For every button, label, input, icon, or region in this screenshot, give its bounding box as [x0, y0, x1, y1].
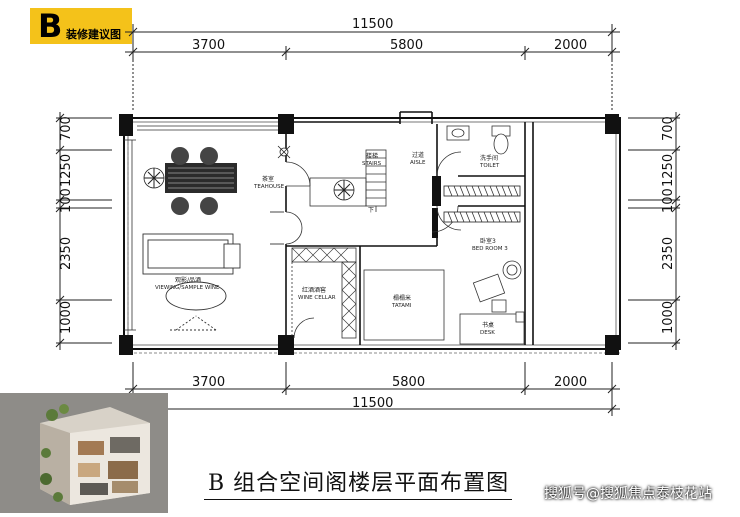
top-dimension-3: 2000: [554, 38, 587, 53]
tatami-platform: [363, 269, 445, 341]
wine-cellar-label-en: WINE CELLAR: [298, 295, 336, 301]
overall-dimension-bottom: 11500: [352, 396, 393, 411]
wine-cellar-label: 红酒酒窖: [302, 286, 326, 294]
aisle-label-en: AISLE: [410, 160, 426, 166]
plan-caption: B 组合空间阁楼层平面布置图: [208, 471, 510, 496]
stairs-label-en: STAIRS: [362, 161, 382, 167]
teahouse-label-en: TEAHOUSE: [253, 184, 285, 190]
right-dimension-3: 100: [661, 188, 676, 213]
bedroom-label: 卧室3: [480, 237, 496, 245]
window-frames: [124, 125, 278, 331]
bedroom-label-en: BED ROOM 3: [472, 246, 508, 252]
right-dimension-5: 1000: [661, 301, 676, 334]
right-dimension-1: 700: [661, 116, 676, 141]
toilet-fixtures: [446, 125, 511, 155]
bottom-dimension-3: 2000: [554, 375, 587, 390]
viewing-label-en: VIEWING/SAMPLE WINE: [155, 285, 220, 291]
viewing-furniture: [142, 211, 284, 331]
left-dimension-5: 1000: [59, 301, 74, 334]
bedroom-furniture: [459, 260, 525, 345]
tatami-label-en: TATAMI: [391, 303, 412, 309]
stairs-down-mark: 下: [368, 207, 374, 214]
right-dimension-lines: [628, 112, 681, 350]
desk-label: 书桌: [482, 321, 494, 329]
desk-label-en: DESK: [480, 330, 495, 336]
left-dimension-2: 1250: [59, 154, 74, 187]
stair-plant: [333, 179, 355, 201]
top-dimension-lines: [125, 24, 620, 112]
wardrobe-bands: [443, 185, 521, 223]
overall-dimension-top: 11500: [352, 17, 393, 32]
interior-walls: [285, 111, 534, 345]
left-dimension-1: 700: [59, 116, 74, 141]
toilet-label-en: TOILET: [479, 163, 500, 169]
teahouse-label: 茶室: [262, 175, 274, 183]
stairs-label: 楼梯: [366, 152, 378, 160]
toilet-label: 洗手间: [480, 154, 498, 162]
top-dimension-1: 3700: [192, 38, 225, 53]
top-dimension-2: 5800: [390, 38, 423, 53]
bottom-dimension-2: 5800: [392, 375, 425, 390]
left-dimension-3: 100: [59, 188, 74, 213]
3d-rendering-image: [0, 393, 168, 513]
badge-text: 装修建议图: [66, 28, 121, 41]
3d-rendering-drawing: [0, 393, 168, 513]
lamp-icon: [277, 145, 291, 159]
plan-badge: B 装修建议图: [30, 8, 132, 44]
wine-cellar-racks: [291, 247, 357, 339]
viewing-label: 观影/品酒: [175, 276, 201, 284]
aisle-label: 过道: [412, 151, 424, 159]
structural-columns: [119, 114, 619, 355]
right-dimension-2: 1250: [661, 154, 676, 187]
left-dimension-4: 2350: [59, 237, 74, 270]
teahouse-furniture: [143, 147, 237, 215]
badge-letter: B: [38, 7, 63, 45]
bottom-dimension-1: 3700: [192, 375, 225, 390]
left-dimension-lines: [55, 112, 112, 350]
right-dimension-4: 2350: [661, 237, 676, 270]
staircase: [309, 149, 387, 212]
tatami-label: 榻榻米: [393, 294, 411, 302]
watermark: 搜狐号@搜狐焦点泰枝花站: [544, 486, 712, 502]
caption-underline: [204, 499, 512, 500]
